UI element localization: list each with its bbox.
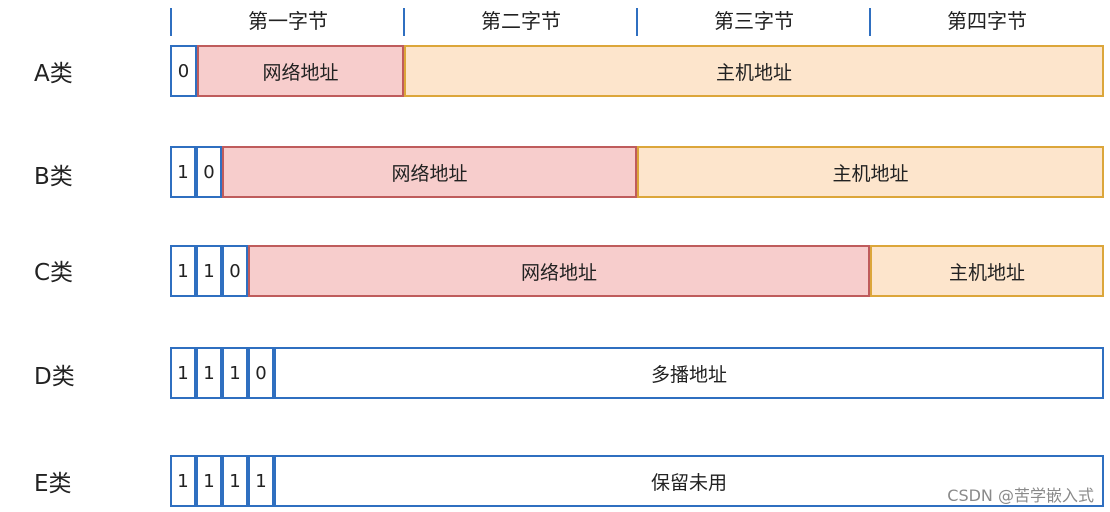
bit-cell: 0 xyxy=(196,146,222,198)
class-e-label: E类 xyxy=(34,471,72,497)
header-separator xyxy=(170,8,172,36)
reserved-address-field: 保留未用 xyxy=(274,455,1104,507)
multicast-address-field: 多播地址 xyxy=(274,347,1104,399)
byte-2-label: 第二字节 xyxy=(481,9,561,33)
bit-cell: 1 xyxy=(222,455,248,507)
bit-cell: 1 xyxy=(170,347,196,399)
bit-cell: 0 xyxy=(222,245,248,297)
bit-cell: 0 xyxy=(170,45,197,97)
bit-cell: 1 xyxy=(248,455,274,507)
class-a-row: 0 网络地址 主机地址 xyxy=(170,45,1104,97)
bit-cell: 1 xyxy=(196,347,222,399)
bit-cell: 0 xyxy=(248,347,274,399)
byte-1-label: 第一字节 xyxy=(248,9,328,33)
bit-cell: 1 xyxy=(170,455,196,507)
class-e-row: 1 1 1 1 保留未用 xyxy=(170,455,1104,507)
header-separator xyxy=(869,8,871,36)
network-address-field: 网络地址 xyxy=(197,45,404,97)
header-separator xyxy=(403,8,405,36)
watermark: CSDN @苦学嵌入式 xyxy=(947,486,1094,505)
bit-cell: 1 xyxy=(170,245,196,297)
bit-cell: 1 xyxy=(196,455,222,507)
network-address-field: 网络地址 xyxy=(222,146,637,198)
class-b-label: B类 xyxy=(34,164,73,190)
host-address-field: 主机地址 xyxy=(637,146,1104,198)
host-address-field: 主机地址 xyxy=(870,245,1104,297)
host-address-field: 主机地址 xyxy=(404,45,1104,97)
class-b-row: 1 0 网络地址 主机地址 xyxy=(170,146,1104,198)
bit-cell: 1 xyxy=(170,146,196,198)
class-c-label: C类 xyxy=(34,260,74,286)
bit-cell: 1 xyxy=(196,245,222,297)
bit-cell: 1 xyxy=(222,347,248,399)
byte-3-label: 第三字节 xyxy=(714,9,794,33)
class-d-label: D类 xyxy=(34,364,75,390)
class-c-row: 1 1 0 网络地址 主机地址 xyxy=(170,245,1104,297)
class-a-label: A类 xyxy=(34,61,73,87)
byte-4-label: 第四字节 xyxy=(947,9,1027,33)
network-address-field: 网络地址 xyxy=(248,245,870,297)
class-d-row: 1 1 1 0 多播地址 xyxy=(170,347,1104,399)
header-separator xyxy=(636,8,638,36)
